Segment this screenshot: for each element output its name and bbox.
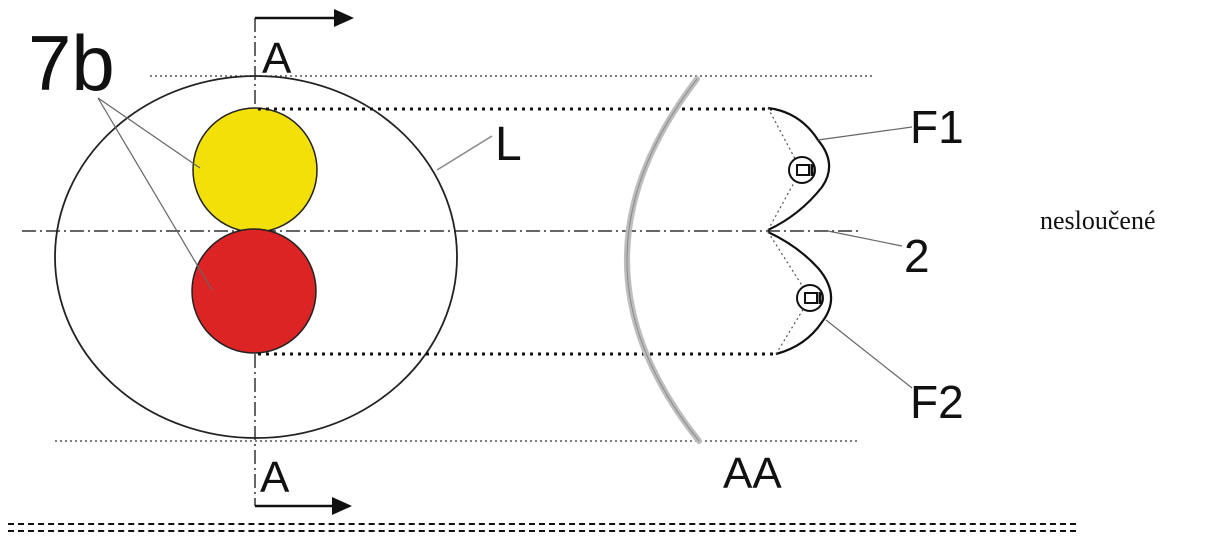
label-AA: AA bbox=[723, 449, 782, 498]
lens-arc-edge bbox=[626, 78, 700, 442]
divider-line-2 bbox=[8, 530, 1076, 532]
bulb-upper-icon bbox=[788, 156, 816, 184]
leader-7b-red bbox=[97, 97, 213, 291]
ray-upper-1 bbox=[767, 107, 802, 171]
ray-lower-2 bbox=[775, 297, 811, 355]
leader-F2 bbox=[825, 319, 913, 389]
label-A-top: A bbox=[262, 34, 292, 83]
leader-2 bbox=[827, 230, 903, 247]
ray-upper-2 bbox=[767, 169, 802, 231]
label-L: L bbox=[495, 118, 522, 171]
reflector-lower bbox=[767, 231, 833, 356]
leader-L bbox=[436, 135, 493, 171]
red-lamp bbox=[191, 228, 317, 354]
divider-line-1 bbox=[8, 523, 1076, 525]
arrowhead-bottom-icon bbox=[332, 497, 352, 515]
label-7b: 7b bbox=[28, 19, 115, 107]
side-note: nesloučené bbox=[1040, 206, 1156, 235]
leader-7b-yellow bbox=[97, 97, 201, 169]
bulb-upper-filament bbox=[796, 164, 810, 176]
arrowhead-top-icon bbox=[334, 9, 354, 27]
bulb-lower-icon bbox=[796, 284, 824, 312]
reflector-upper bbox=[767, 106, 831, 231]
label-2: 2 bbox=[904, 230, 930, 282]
leader-F1 bbox=[817, 126, 913, 141]
bulb-lower-filament bbox=[804, 292, 818, 304]
label-F2: F2 bbox=[910, 376, 964, 428]
double-divider bbox=[8, 521, 1076, 535]
yellow-lamp bbox=[192, 107, 318, 233]
label-A-bottom: A bbox=[260, 453, 290, 502]
label-F1: F1 bbox=[910, 101, 964, 153]
outline-circle-L bbox=[54, 75, 458, 439]
lens-arc bbox=[624, 76, 702, 444]
